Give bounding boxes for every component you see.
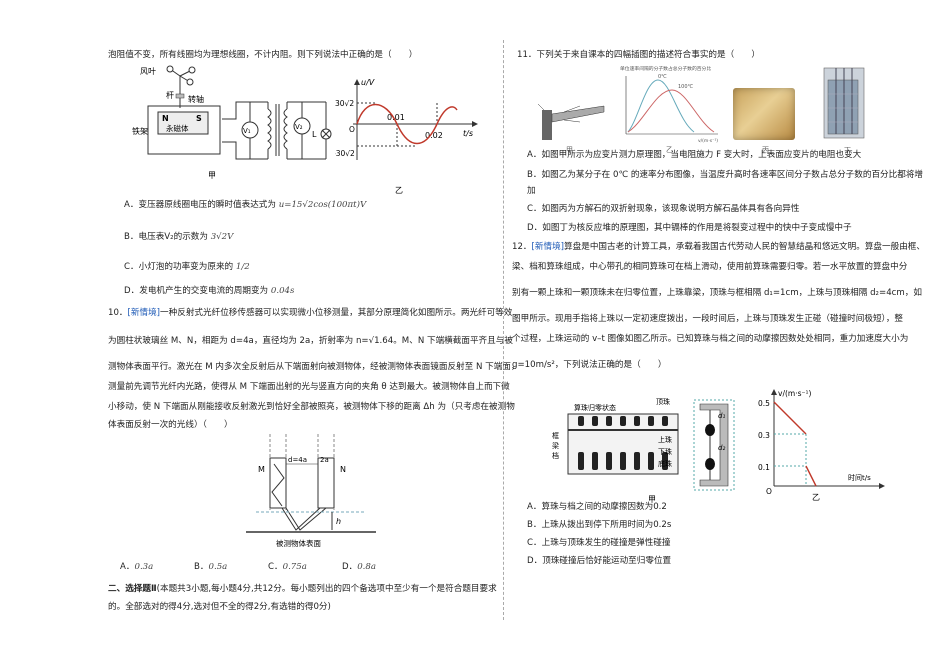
sine-ybottom: -30√2: [335, 149, 355, 158]
q11-option-b: B．如图乙为某分子在 0℃ 的速率分布图像，当温度升高时各速率区间分子数占总分子…: [527, 170, 924, 180]
abacus-label-d1: d₁: [718, 412, 725, 420]
section2-line-2: 的。全部选对的得4分,选对但不全的得2分,有选错的得0分): [108, 602, 331, 612]
vt-line: [773, 401, 807, 435]
abacus-label-dizhu: 底珠: [658, 459, 672, 468]
label-l: L: [312, 130, 317, 139]
sine-ylabel: u/V: [361, 78, 375, 87]
vt-xlabel: 时间t/s: [848, 473, 871, 482]
q10-option-a: A．0.3a: [120, 562, 154, 572]
q10-option-c: C．0.75a: [268, 562, 307, 572]
q9-option-d: D．发电机产生的交变电流的周期变为 0.04s: [124, 286, 295, 296]
abacus-label-shangzhu: 上珠: [658, 435, 672, 444]
label-fengye: 风叶: [140, 67, 156, 76]
abacus-label-liang: 梁: [552, 441, 559, 450]
q11-pic-yi-speed-distribution: 单位速率间隔的分子数占总分子数的百分比 0℃ 100℃ v/(m·s⁻¹): [620, 65, 718, 144]
q9-option-b: B．电压表V₂的示数为 3√2V: [124, 232, 234, 242]
abacus-label-d2: d₂: [718, 444, 725, 452]
q12-option-a: A．算珠与档之间的动摩擦因数为0.2: [527, 502, 667, 512]
label-n: N: [162, 114, 169, 123]
q12-option-c: C．上珠与顶珠发生的碰撞是弹性碰撞: [527, 538, 671, 548]
q11-option-d: D．如图丁为核反应堆的原理图，其中镉棒的作用是将裂变过程中的快中子变成慢中子: [527, 223, 852, 233]
vt-line-2: [805, 465, 817, 487]
column-divider: [503, 40, 505, 620]
abacus-label-xiazhu: 下珠: [658, 447, 672, 456]
sine-x1: 0.01: [387, 113, 405, 122]
q12-line-4: 图甲所示。现用手指将上珠以一定初速度拨出，一段时间后，上珠与顶珠发生正碰（碰撞时…: [512, 314, 904, 324]
fiber-label-m: M: [258, 465, 265, 474]
abacus-label-guiling: 算珠归零状态: [574, 403, 616, 412]
sine-xlabel: t/s: [463, 129, 473, 138]
vt-origin: O: [766, 487, 772, 496]
q10-line-4: 测量前先调节光纤内光路，使得从 M 下端面出射的光与竖直方向的夹角 θ 达到最大…: [108, 382, 510, 392]
vt-ylabel: v/(m·s⁻¹): [778, 389, 811, 398]
sine-curve: [356, 103, 458, 145]
voltage-sine-graph: u/V t/s 30√2 -30√2 O 0.01 0.02 乙: [335, 78, 478, 195]
q11-caption-jia: 甲: [566, 146, 573, 154]
q12-option-b: B．上珠从拨出到停下所用时间为0.2s: [527, 520, 672, 530]
q11-chart-xlabel: v/(m·s⁻¹): [698, 138, 718, 144]
label-tiejia: 铁架: [132, 126, 148, 136]
abacus-label-kuang: 框: [552, 431, 559, 440]
abacus-label-dingzhu: 顶珠: [656, 397, 670, 406]
vt-y01: 0.1: [758, 463, 770, 472]
fiber-label-2a: 2a: [320, 456, 329, 464]
fiber-caption: 被测物体表面: [276, 538, 321, 548]
label-gan: 杆: [166, 90, 174, 100]
q11-chart-t2: 100℃: [678, 84, 694, 90]
q10-option-b: B．0.5a: [194, 562, 228, 572]
vt-y03: 0.3: [758, 431, 770, 440]
label-v2: V₂: [295, 123, 303, 131]
q12-line-2: 梁、档和算珠组成，中心带孔的相同算珠可在档上滑动，使用前算珠需要归零。若一水平放…: [512, 262, 908, 272]
q11-caption-yi: 乙: [666, 146, 673, 154]
q11-pic-bing-calcite-photo: [733, 88, 795, 140]
sine-ytop: 30√2: [335, 99, 354, 108]
q10-line-5: 小移动，使 N 下端面从刚能接收反射激光到恰好全部被照亮，被测物体下移的距离 Δ…: [108, 402, 515, 412]
generator-circuit-figure: 风叶 杆 转轴 铁架 N S 永磁体 V₁ V₂ L 甲: [132, 65, 332, 180]
q11-option-c: C．如图丙为方解石的双折射现象，该现象说明方解石晶体具有各向异性: [527, 204, 800, 214]
abacus-label-dang: 档: [552, 451, 559, 460]
q11-caption-bing: 丙: [762, 146, 769, 154]
vt-caption: 乙: [812, 493, 820, 502]
fiber-label-h: h: [336, 517, 341, 526]
q10-line-3: 测物体表面平行。激光在 M 内多次全反射后从下端面射向被测物体，经被测物体表面镜…: [108, 362, 520, 372]
label-zhuanzhou: 转轴: [188, 94, 204, 104]
abacus-figure: 算珠归零状态 框 梁 档 顶珠 上珠 下珠 底珠 d₁ d₂ 甲: [552, 397, 735, 504]
q10-line-6: 体表面反射一次的光线）（ ）: [108, 420, 233, 430]
q12-line-1: 12．[新情境]算盘是中国古老的计算工具，承载着我国古代劳动人民的智慧结晶和悠远…: [512, 242, 925, 252]
section2-line-1: 二、选择题Ⅱ(本题共3小题,每小题4分,共12分。每小题列出的四个备选项中至少有…: [108, 584, 497, 594]
caption-jia: 甲: [208, 171, 216, 180]
q10-line-1: 10．[新情境]一种反射式光纤位移传感器可以实现微小位移测量，其部分原理简化如图…: [108, 308, 513, 318]
q11-option-b-cont: 加: [527, 186, 536, 196]
label-v1: V₁: [243, 127, 251, 135]
q11-option-a: A．如图甲所示为应变片测力原理图，当电阻施力 F 变大时，上表面应变片的电阻也变…: [527, 150, 862, 160]
label-cichi: 永磁体: [166, 123, 189, 133]
fiber-label-d: d=4a: [288, 456, 307, 464]
q9-tail-text: 泡阻值不变，所有线圈均为理想线圈，不计内阻。则下列说法中正确的是（ ）: [108, 50, 418, 60]
sine-x2: 0.02: [425, 131, 443, 140]
fiber-sensor-figure: M N d=4a 2a h 被测物体表面: [246, 434, 376, 548]
q11-caption-ding: 丁: [844, 146, 851, 154]
abacus-caption: 甲: [648, 495, 656, 504]
q12-line-6: g=10m/s²，下列说法正确的是（ ）: [512, 360, 667, 370]
q12-line-3: 别有一颗上珠和一颗顶珠未在归零位置，上珠靠梁，顶珠与框相隔 d₁=1cm，上珠与…: [512, 288, 922, 298]
q11-stem: 11．下列关于来自课本的四幅插图的描述符合事实的是（ ）: [517, 50, 760, 60]
q12-option-d: D．顶珠碰撞后恰好能运动至归零位置: [527, 556, 672, 566]
q9-option-a: A．变压器原线圈电压的瞬时值表达式为 u=15√2cos(100πt)V: [124, 200, 367, 210]
q12-line-5: 个过程，上珠运动的 v–t 图像如图乙所示。已知算珠与档之间的动摩擦因数处处相同…: [512, 334, 909, 344]
q10-option-d: D．0.8a: [342, 562, 377, 572]
q10-line-2: 为圆柱状玻璃丝 M、N，相距为 d=4a，直径均为 2a，折射率为 n=√1.6…: [108, 336, 513, 346]
fiber-label-n: N: [340, 465, 346, 474]
caption-yi: 乙: [395, 186, 403, 195]
sine-origin: O: [349, 125, 355, 134]
q11-pic-jia-strain-gauge: [537, 103, 605, 140]
label-s: S: [196, 114, 202, 123]
vt-y05: 0.5: [758, 399, 770, 408]
q12-vt-graph: v/(m·s⁻¹) 时间t/s 0.5 0.3 0.1 O 乙: [758, 389, 885, 502]
q11-chart-title: 单位速率间隔的分子数占总分子数的百分比: [620, 65, 711, 72]
q11-pic-ding-reactor: [823, 67, 865, 139]
q11-chart-t1: 0℃: [658, 74, 667, 80]
q9-option-c: C．小灯泡的功率变为原来的 1/2: [124, 262, 250, 272]
